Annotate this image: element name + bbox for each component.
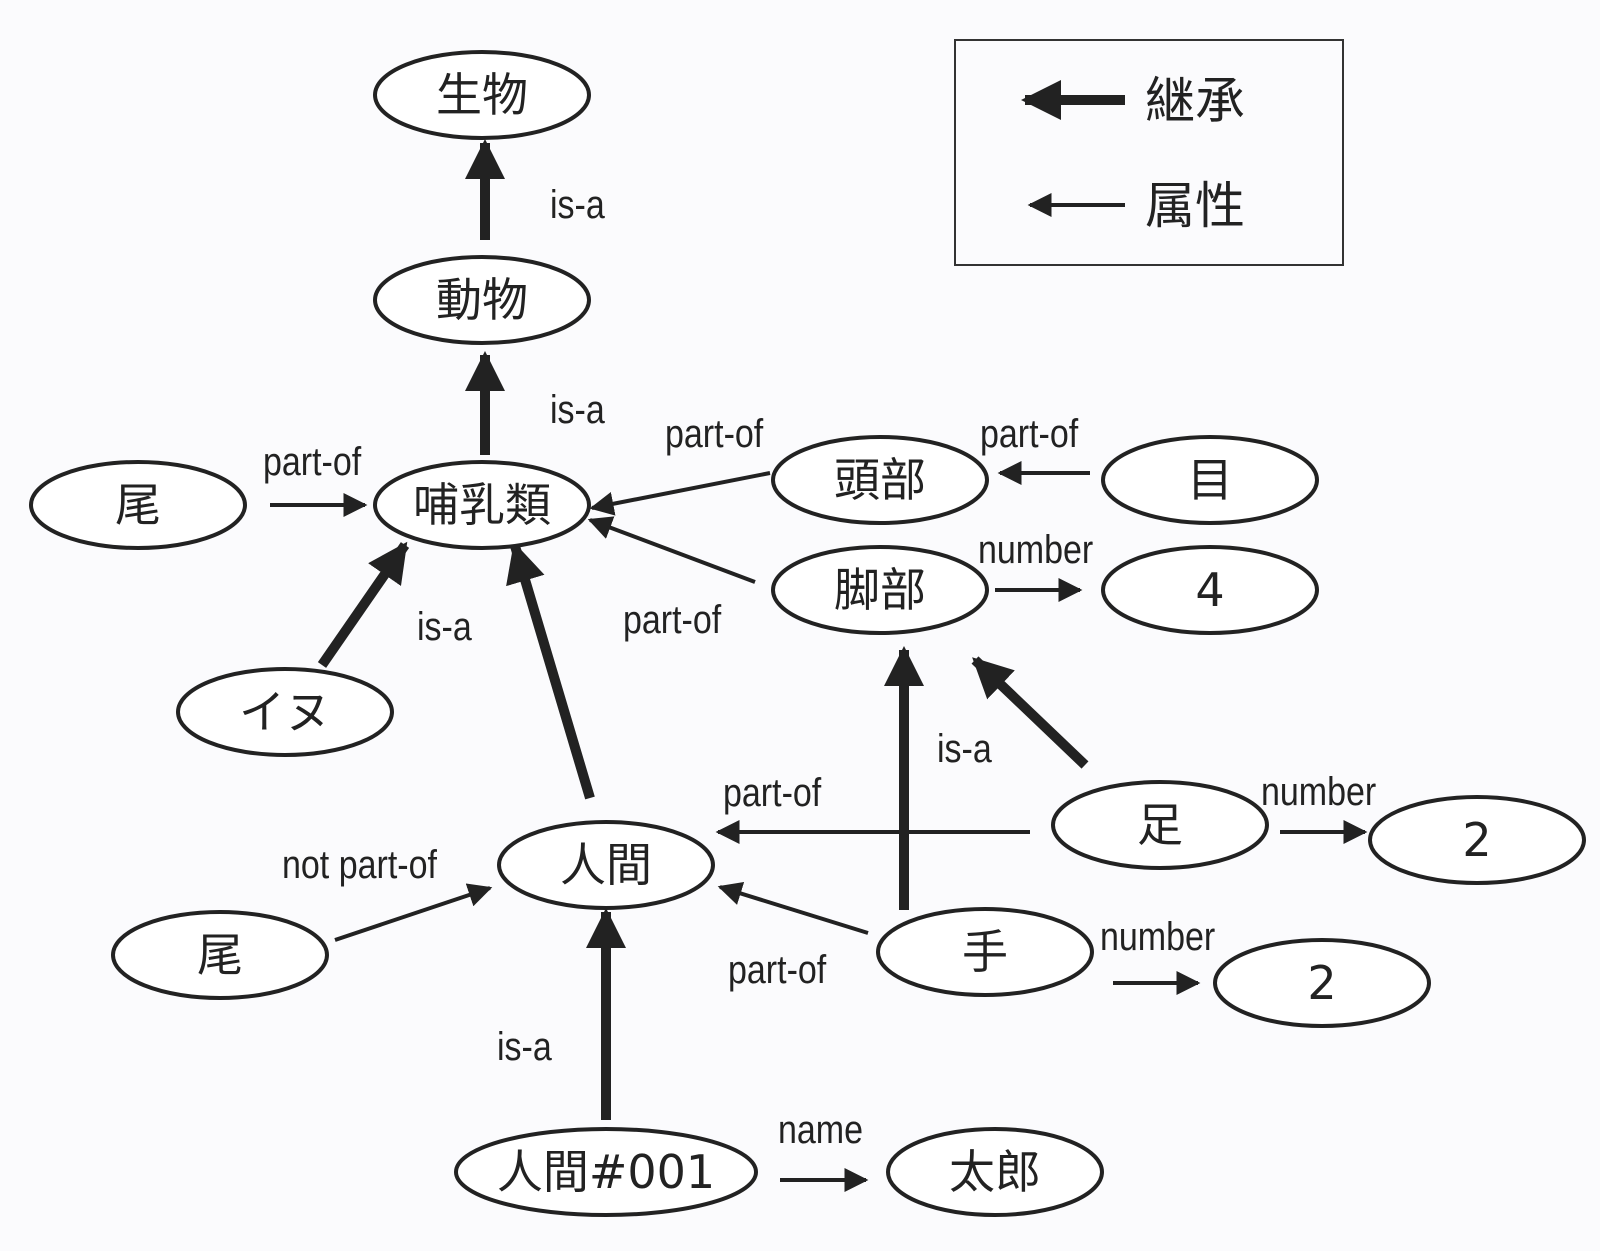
- node-taro[interactable]: 太郎: [886, 1127, 1104, 1217]
- node-label: 頭部: [834, 453, 926, 507]
- edge-labels: is-a is-a part-of part-of part-of part-o…: [263, 181, 1376, 1151]
- node-label: 脚部: [834, 563, 926, 617]
- legend-inheritance-label: 継承: [1145, 72, 1245, 130]
- node-o-human[interactable]: 尾: [111, 910, 329, 1000]
- node-inu[interactable]: イヌ: [176, 667, 394, 757]
- edge-ashi-isa-kyakubu: [971, 656, 1089, 769]
- node-label: 2: [1462, 813, 1491, 867]
- node-num-two-hand[interactable]: 2: [1213, 938, 1431, 1028]
- node-kyakubu[interactable]: 脚部: [771, 545, 989, 635]
- node-num-four[interactable]: 4: [1101, 545, 1319, 635]
- node-label: 4: [1195, 563, 1224, 617]
- edge-label: is-a: [417, 603, 472, 648]
- node-label: 尾: [115, 478, 161, 532]
- edge-kyakubu-partof-honyurui: [587, 516, 756, 584]
- node-label: 足: [1137, 798, 1183, 852]
- legend-box: [954, 39, 1344, 266]
- edge-inu-isa-honyurui: [317, 541, 410, 668]
- edge-label: part-of: [723, 769, 822, 814]
- edge-label: name: [778, 1106, 863, 1151]
- node-label: 人間#001: [497, 1145, 715, 1199]
- node-me[interactable]: 目: [1101, 435, 1319, 525]
- node-doubutsu[interactable]: 動物: [373, 255, 591, 345]
- edge-label: part-of: [728, 946, 827, 991]
- node-ashi[interactable]: 足: [1051, 780, 1269, 870]
- node-o-mammal[interactable]: 尾: [29, 460, 247, 550]
- node-te[interactable]: 手: [876, 907, 1094, 997]
- inheritance-edges: [317, 139, 1089, 1120]
- legend: 継承 属性: [954, 39, 1344, 266]
- node-ningen[interactable]: 人間: [497, 820, 715, 910]
- node-label: 動物: [436, 273, 528, 327]
- edge-label: is-a: [550, 386, 605, 431]
- node-num-two-leg[interactable]: 2: [1368, 795, 1586, 885]
- node-label: 尾: [197, 928, 243, 982]
- node-ningen-001[interactable]: 人間#001: [454, 1127, 758, 1217]
- edge-label: number: [978, 526, 1093, 571]
- edge-label: is-a: [550, 181, 605, 226]
- node-toubu[interactable]: 頭部: [771, 435, 989, 525]
- node-label: 哺乳類: [413, 478, 551, 532]
- edge-o-notpartof-ningen: [334, 883, 493, 942]
- node-label: 2: [1307, 956, 1336, 1010]
- legend-attribute-label: 属性: [1145, 177, 1245, 235]
- attribute-edges: [270, 461, 1368, 1192]
- edge-label: part-of: [623, 596, 722, 641]
- node-label: 目: [1187, 453, 1233, 507]
- edge-label: part-of: [263, 438, 362, 483]
- node-seibutsu[interactable]: 生物: [373, 50, 591, 140]
- nodes: 生物 動物 哺乳類 尾 イヌ 頭部 目 脚部: [29, 50, 1586, 1217]
- node-label: 人間: [560, 838, 652, 892]
- node-label: イヌ: [239, 685, 331, 739]
- edge-label: part-of: [665, 410, 764, 455]
- edge-label: is-a: [497, 1023, 552, 1068]
- edge-label: number: [1261, 768, 1376, 813]
- node-label: 手: [962, 925, 1008, 979]
- edge-label: number: [1100, 913, 1215, 958]
- edge-label: is-a: [937, 725, 992, 770]
- node-label: 生物: [436, 68, 528, 122]
- node-honyurui[interactable]: 哺乳類: [373, 460, 591, 550]
- edge-label: part-of: [980, 410, 1079, 455]
- node-label: 太郎: [949, 1145, 1041, 1199]
- edge-toubu-partof-honyurui: [589, 471, 771, 516]
- edge-ningen-isa-honyurui: [506, 542, 595, 800]
- edge-te-partof-ningen: [717, 881, 869, 935]
- edge-label: not part-of: [282, 841, 438, 886]
